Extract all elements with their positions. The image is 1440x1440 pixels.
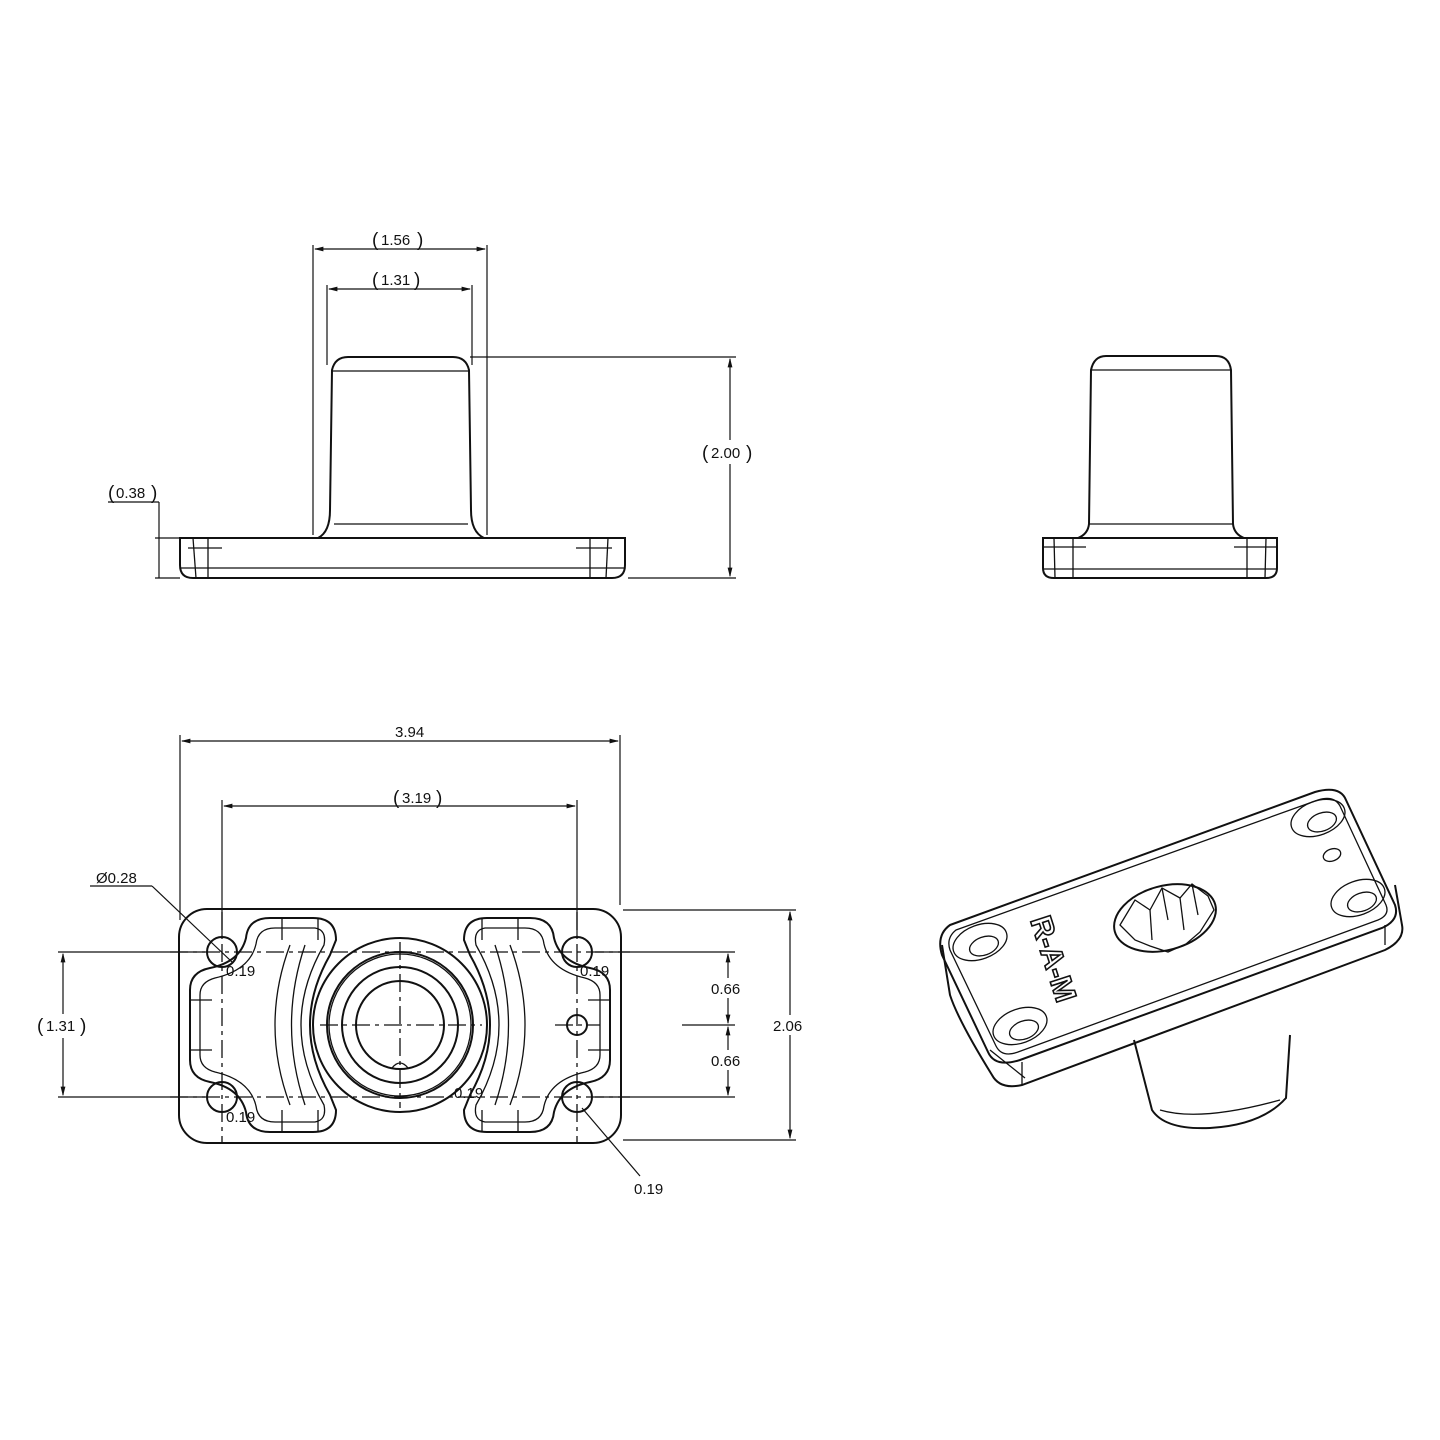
dim-fillet-tr: 0.19 <box>580 963 609 980</box>
dim-front-height: 2.00 <box>711 445 740 462</box>
svg-text:(: ( <box>37 1016 44 1037</box>
svg-text:): ) <box>414 270 420 291</box>
side-view <box>1042 355 1278 579</box>
dim-upper-offset: 0.66 <box>711 981 740 998</box>
hole-bl <box>992 1006 1048 1046</box>
dim-fillet-tl: 0.19 <box>226 963 255 980</box>
dim-overall-width: 3.94 <box>395 724 424 741</box>
dim-hole-diameter: Ø0.28 <box>96 870 137 887</box>
dim-front-inner-width: 1.31 <box>381 272 410 289</box>
svg-text:(: ( <box>372 270 379 291</box>
svg-text:(: ( <box>108 483 115 504</box>
hole-tl <box>952 922 1008 962</box>
svg-text:): ) <box>417 230 423 251</box>
dim-front-outer-width: 1.56 <box>381 232 410 249</box>
plan-view: 3.94 ( 3.19 ) Ø0.28 2.06 0.66 0.66 ( 1.3… <box>34 724 810 1198</box>
dim-base-thickness: 0.38 <box>116 485 145 502</box>
dim-hole-vertical-spacing: 1.31 <box>46 1018 75 1035</box>
svg-text:(: ( <box>393 788 400 809</box>
isometric-view: R-A-M <box>939 788 1404 1130</box>
svg-text:(: ( <box>372 230 379 251</box>
svg-text:): ) <box>151 483 157 504</box>
dim-hole-spacing: 3.19 <box>402 790 431 807</box>
svg-text:(: ( <box>702 443 709 464</box>
dim-fillet-center: 0.19 <box>454 1085 483 1102</box>
hole-br <box>1330 878 1386 918</box>
dim-fillet-bl: 0.19 <box>226 1109 255 1126</box>
hole-tr <box>1290 798 1346 838</box>
dim-lower-offset: 0.66 <box>711 1053 740 1070</box>
svg-text:): ) <box>436 788 442 809</box>
dim-fillet-br: 0.19 <box>634 1181 663 1198</box>
svg-text:): ) <box>80 1016 86 1037</box>
dim-overall-height: 2.06 <box>773 1018 802 1035</box>
logo-text: R-A-M <box>1023 912 1082 1006</box>
svg-text:): ) <box>746 443 752 464</box>
front-view: ( 1.56 ) ( 1.31 ) ( 2.00 ) ( 0.38 ) <box>108 230 760 579</box>
